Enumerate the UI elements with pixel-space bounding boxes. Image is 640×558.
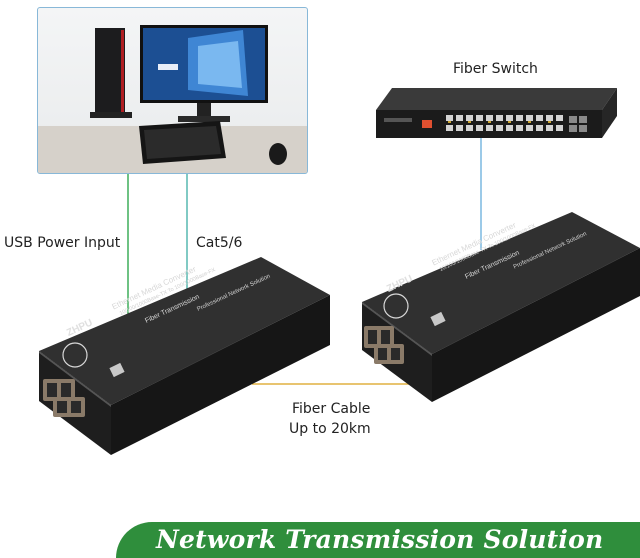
banner-text: Network Transmission Solution [156, 525, 603, 554]
computer-tower-icon [90, 28, 132, 118]
device-brand: ZHPU [385, 273, 414, 294]
device-brand: ZHPU [65, 317, 94, 338]
fiber-switch-label: Fiber Switch [453, 61, 538, 77]
keyboard-icon [139, 121, 226, 164]
fiber-distance-label: Up to 20km [289, 421, 371, 437]
solution-banner: Network Transmission Solution [116, 522, 640, 558]
computer-setup-illustration [38, 8, 307, 173]
network-switch-icon [372, 88, 617, 140]
monitor-icon [140, 25, 268, 122]
mouse-icon [269, 143, 287, 165]
fiber-cable-label: Fiber Cable [292, 401, 370, 417]
usb-power-label: USB Power Input [4, 235, 120, 251]
cat-cable-label: Cat5/6 [196, 235, 242, 251]
computer-setup-photo [37, 7, 308, 174]
